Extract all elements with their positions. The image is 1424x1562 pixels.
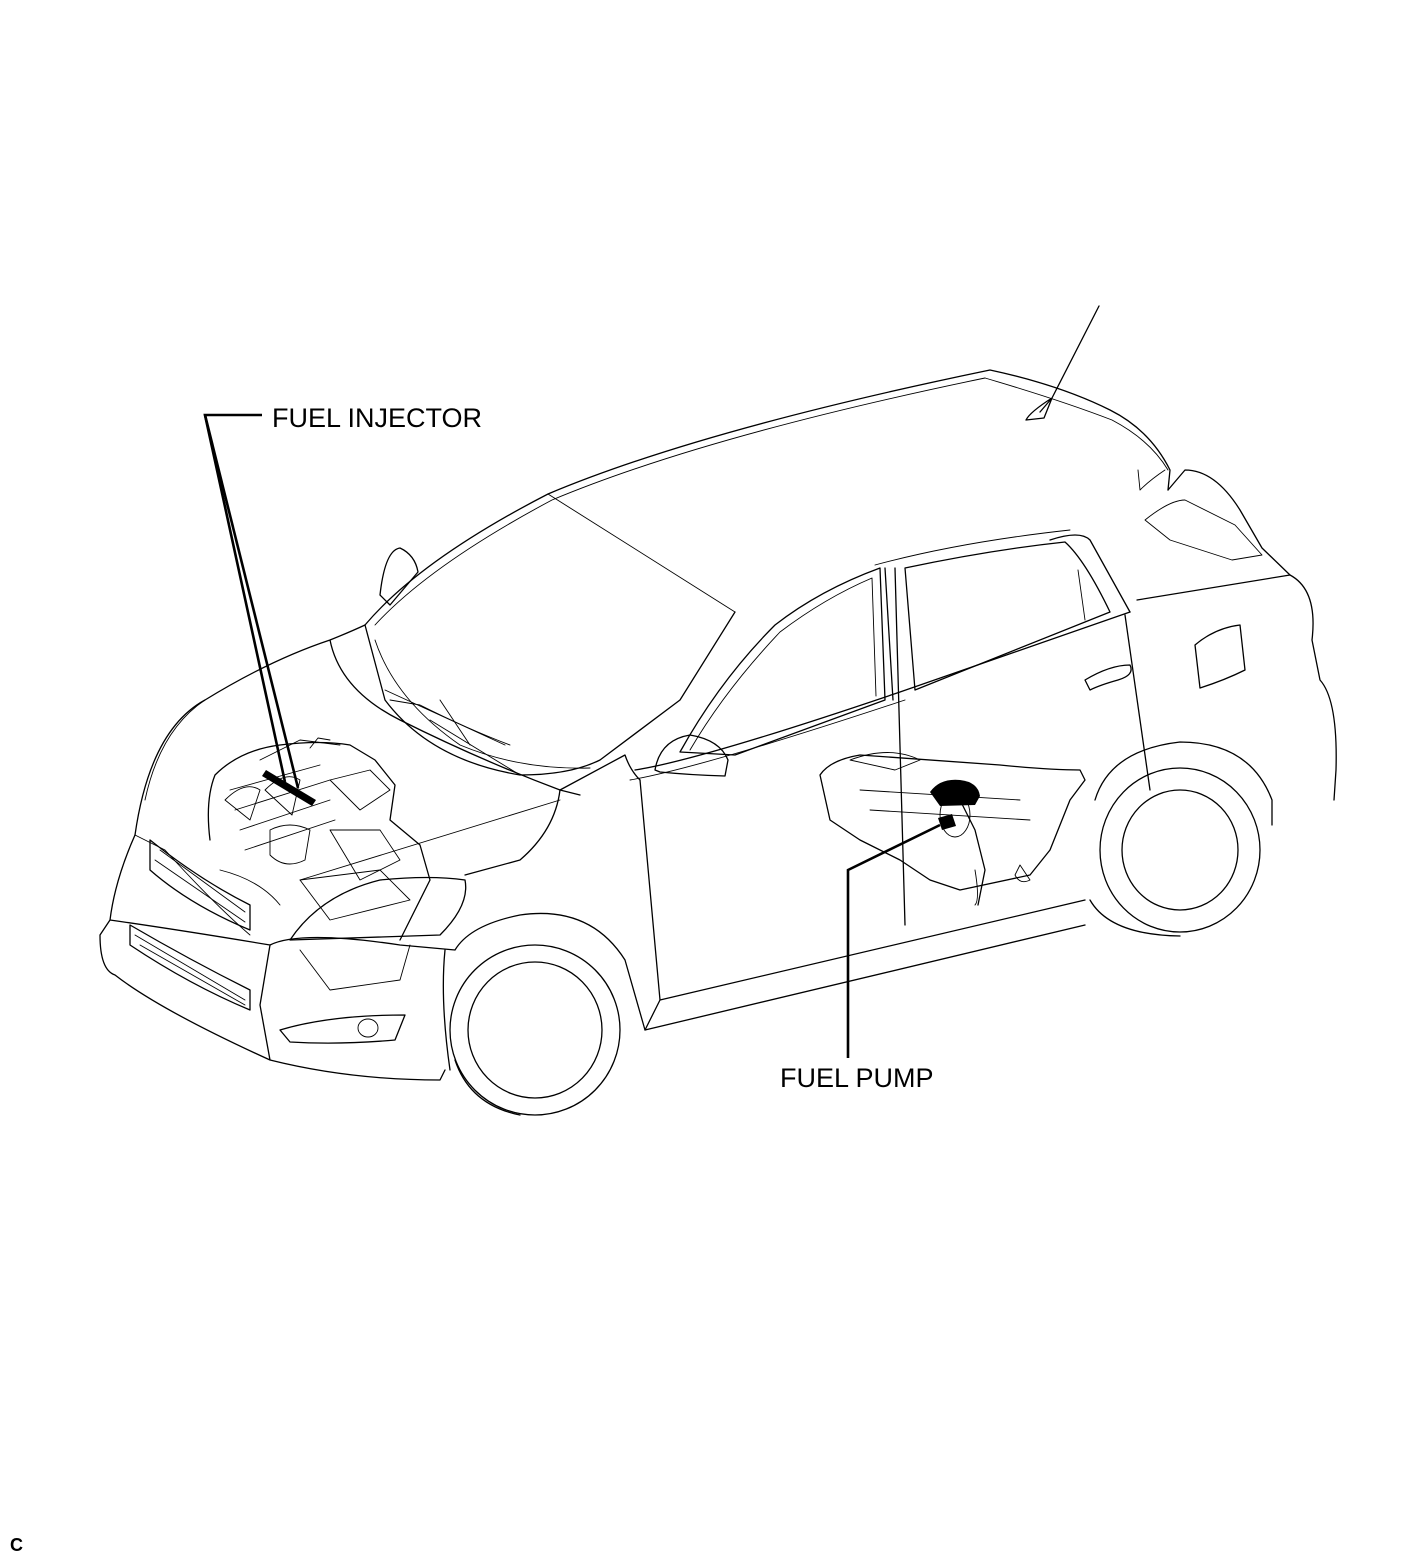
fuel-pump-assembly [930,779,980,806]
injector-rail [262,770,316,806]
side-sill [644,899,1086,1031]
headlight [289,876,467,941]
rear-light [1194,624,1246,689]
fuel-injector-label: FUEL INJECTOR [272,403,482,433]
side-mirror [654,734,729,777]
roof-antenna [1025,305,1100,421]
front-door-window [679,567,886,756]
front-wheel [449,944,621,1116]
rear-door-window [904,541,1111,691]
rear-door-handle [1084,664,1132,691]
front-bumper [99,834,446,1081]
rear-hatch [1167,469,1337,801]
roof-outline [364,369,1171,626]
fuel-injector-leader [203,413,300,789]
hood [134,624,581,836]
fuel-pump-label: FUEL PUMP [780,1063,934,1093]
fog-lamp [279,1014,406,1044]
fuel-tank [819,752,1086,906]
engine-assembly [207,737,431,991]
front-grille [129,839,251,1011]
car-illustration [99,305,1337,1116]
rear-wheel [1089,741,1273,937]
front-fender [269,912,646,1031]
windshield [364,611,736,776]
corner-reference-mark: C [10,1535,23,1555]
fuel-pump-leader [846,823,941,1058]
